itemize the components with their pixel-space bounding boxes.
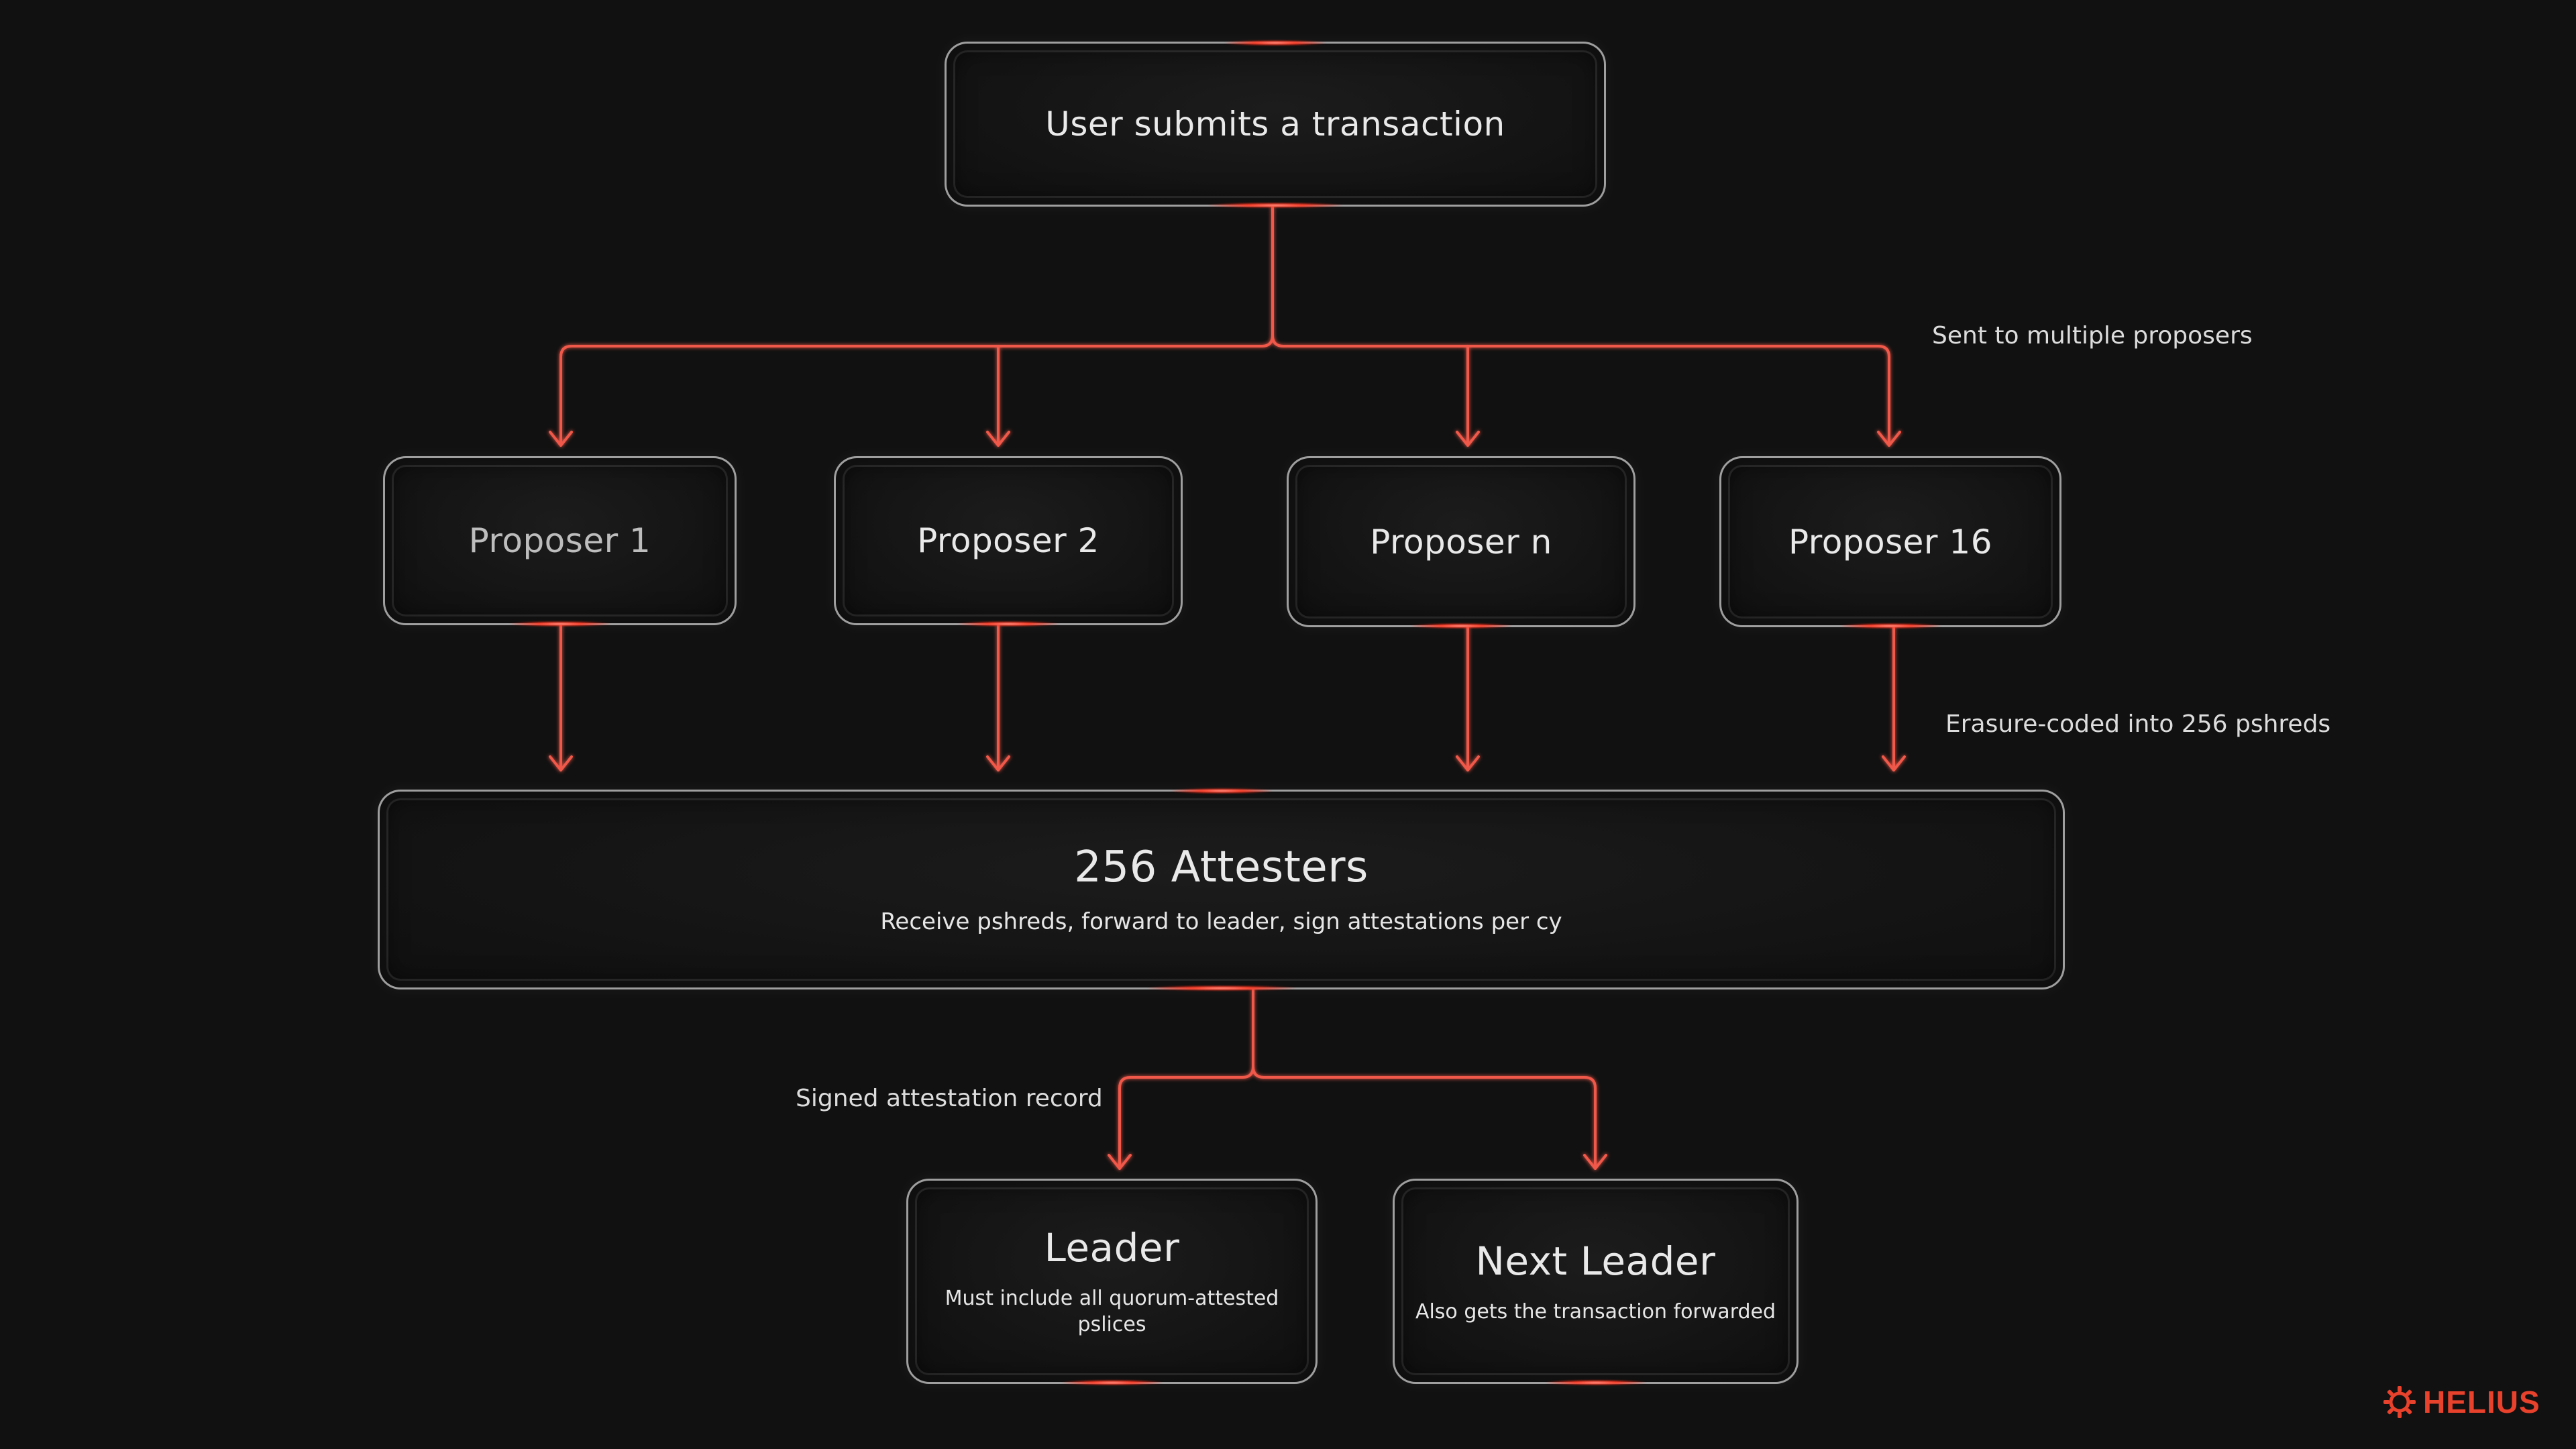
edge-user-to-proposers-trunk — [559, 205, 1274, 447]
arrowhead-proposer-1 — [549, 431, 573, 447]
edge-label-signed-attestation: Signed attestation record — [796, 1085, 1103, 1112]
node-subtitle: Must include all quorum-attested pslices — [945, 1287, 1279, 1336]
edge-label-erasure-coded: Erasure-coded into 256 pshreds — [1945, 710, 2331, 738]
helius-sun-icon — [2383, 1386, 2416, 1418]
node-title: 256 Attesters — [1074, 842, 1368, 892]
node-leader: Leader Must include all quorum-attested … — [906, 1179, 1318, 1385]
edge-label-sent-to-proposers: Sent to multiple proposers — [1932, 322, 2253, 350]
edge-user-to-proposer-16 — [1271, 334, 1890, 447]
node-subtitle: Also gets the transaction forwarded — [1415, 1299, 1776, 1324]
node-title: User submits a transaction — [1045, 105, 1505, 144]
helius-logo: HELIUS — [2383, 1384, 2540, 1420]
node-proposer-16: Proposer 16 — [1719, 456, 2061, 629]
node-glow-top — [1171, 788, 1272, 794]
node-title: Proposer 2 — [917, 521, 1099, 560]
node-title: Next Leader — [1475, 1238, 1716, 1284]
node-256-attesters: 256 Attesters Receive pshreds, forward t… — [378, 788, 2065, 991]
node-proposer-n: Proposer n — [1287, 456, 1635, 629]
arrowhead-attesters-4 — [1882, 755, 1906, 771]
arrowhead-proposer-16 — [1877, 431, 1901, 447]
node-title: Proposer 1 — [468, 521, 651, 560]
node-proposer-1: Proposer 1 — [383, 456, 737, 627]
arrowhead-proposer-2 — [986, 431, 1010, 447]
node-proposer-2: Proposer 2 — [834, 456, 1183, 627]
node-title: Proposer n — [1370, 522, 1552, 561]
node-title: Leader — [1044, 1225, 1180, 1271]
edge-attesters-to-leader — [1118, 988, 1254, 1170]
arrowhead-next-leader — [1583, 1154, 1607, 1170]
arrowhead-attesters-2 — [986, 755, 1010, 771]
edge-attesters-to-next-leader — [1252, 1065, 1597, 1170]
arrowhead-proposer-n — [1456, 431, 1480, 447]
node-next-leader: Next Leader Also gets the transaction fo… — [1393, 1179, 1799, 1385]
arrowhead-leader — [1108, 1154, 1132, 1170]
node-subtitle: Receive pshreds, forward to leader, sign… — [880, 908, 1562, 935]
arrowhead-attesters-1 — [549, 755, 573, 771]
node-title: Proposer 16 — [1788, 522, 1993, 561]
arrowhead-attesters-3 — [1456, 755, 1480, 771]
node-user-submits-transaction: User submits a transaction — [945, 40, 1606, 208]
node-glow-top — [1225, 40, 1326, 46]
logo-wordmark: HELIUS — [2423, 1385, 2540, 1419]
